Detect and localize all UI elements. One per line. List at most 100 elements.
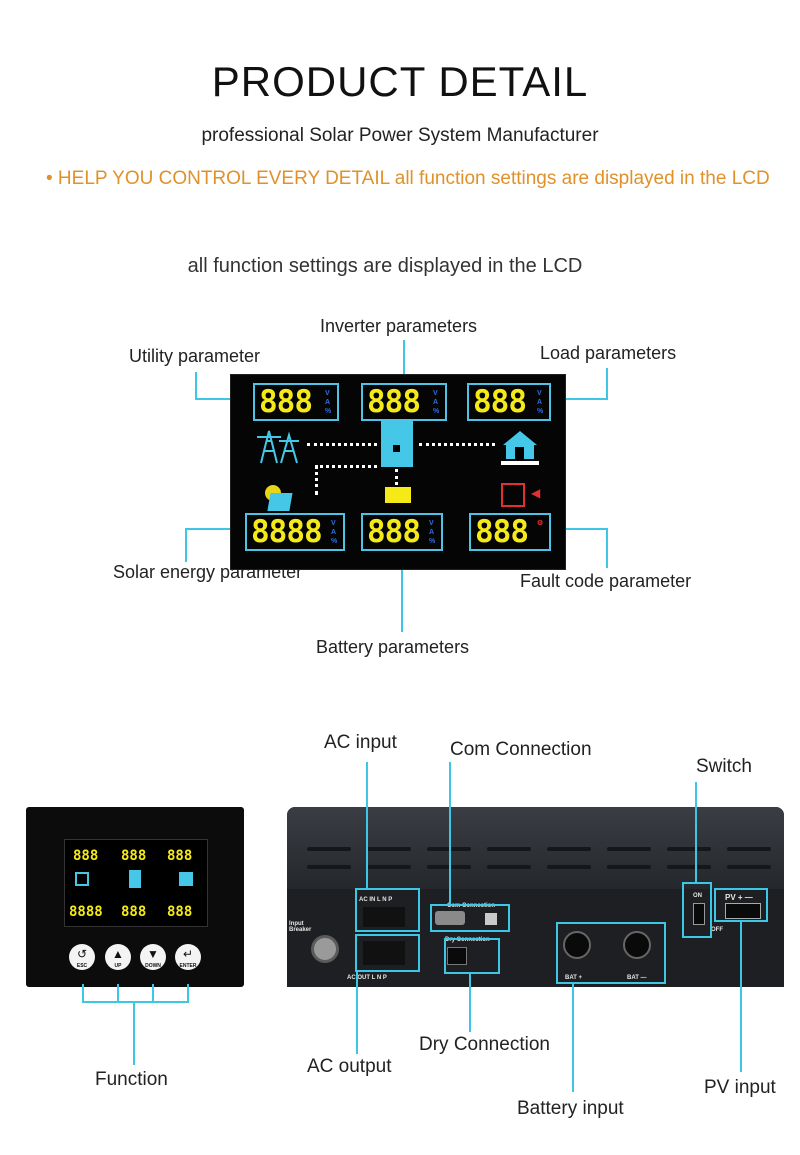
- battery-digits: 888: [367, 513, 421, 550]
- callout-line: [133, 1001, 135, 1065]
- label-battery-parameters: Battery parameters: [316, 637, 470, 657]
- down-button-label: DOWN: [145, 963, 161, 969]
- callout-line: [82, 984, 84, 1002]
- battery-negative-terminal: [623, 931, 651, 959]
- label-inverter-parameters: Inverter parameters: [320, 316, 478, 336]
- arrow-up-icon: ▲: [112, 947, 124, 961]
- input-breaker-text: Input Breaker: [289, 921, 312, 933]
- callout-line: [740, 920, 742, 1072]
- ac-input-highlight: [355, 888, 420, 932]
- mini-digits-utility: 888: [73, 848, 99, 864]
- ac-in-text: AC IN L N P: [359, 897, 393, 903]
- ac-input-terminal: [363, 907, 405, 927]
- pv-input-terminal: [725, 903, 761, 919]
- mini-inverter-icon: [129, 870, 141, 888]
- bat-minus-text: BAT —: [627, 975, 647, 981]
- inverter-digits: 888: [367, 383, 421, 420]
- callout-line: [606, 528, 608, 568]
- ac-output-terminal: [363, 941, 405, 965]
- callout-line: [187, 984, 189, 1002]
- label-utility-parameter: Utility parameter: [129, 346, 261, 366]
- callout-line: [403, 340, 405, 382]
- callout-line: [548, 528, 608, 530]
- callout-line: [366, 762, 368, 889]
- power-switch[interactable]: [693, 903, 705, 925]
- dry-connection-highlight: [444, 938, 500, 974]
- usb-port-icon: [485, 913, 497, 925]
- label-switch: Switch: [696, 756, 752, 777]
- battery-icon: [385, 487, 411, 503]
- label-dry-connection: Dry Connection: [419, 1034, 550, 1055]
- callout-line: [695, 782, 697, 883]
- mini-digits-battery: 888: [121, 904, 147, 920]
- label-ac-input: AC input: [324, 732, 397, 753]
- utility-digits: 888: [259, 383, 313, 420]
- mini-house-icon: [179, 872, 193, 886]
- label-com-connection: Com Connection: [450, 739, 592, 760]
- up-button-label: UP: [114, 963, 122, 969]
- label-function: Function: [95, 1069, 168, 1090]
- ac-out-text: AC OUT L N P: [347, 975, 387, 981]
- house-icon: [501, 431, 539, 465]
- callout-line: [469, 972, 471, 1032]
- callout-line: [185, 528, 187, 562]
- front-control-panel: 888 888 888 8888 888 888 ↺ ESC ▲ UP ▼ DO…: [26, 807, 244, 987]
- mini-digits-inverter: 888: [121, 848, 147, 864]
- down-button[interactable]: ▼ DOWN: [140, 944, 166, 970]
- enter-icon: ↵: [182, 947, 194, 961]
- input-breaker-knob[interactable]: [311, 935, 339, 963]
- vent-grille: [287, 807, 784, 889]
- battery-input-highlight: [556, 922, 666, 984]
- callout-line: [449, 762, 451, 905]
- flow-line: [419, 443, 495, 446]
- callout-line: [195, 398, 255, 400]
- callout-line: [572, 982, 574, 1092]
- on-text: ON: [693, 893, 702, 899]
- solar-digits: 8888: [251, 513, 323, 550]
- battery-positive-terminal: [563, 931, 591, 959]
- page-subtitle: professional Solar Power System Manufact…: [201, 125, 599, 146]
- switch-highlight: [682, 882, 712, 938]
- enter-button[interactable]: ↵ ENTER: [175, 944, 201, 970]
- mini-digits-fault: 888: [167, 904, 193, 920]
- mini-digits-load: 888: [167, 848, 193, 864]
- callout-line: [152, 984, 154, 1002]
- inverter-icon: [381, 421, 413, 467]
- arrow-down-icon: ▼: [147, 947, 159, 961]
- esc-button[interactable]: ↺ ESC: [69, 944, 95, 970]
- mini-lcd-screen: 888 888 888 8888 888 888: [64, 839, 208, 927]
- com-connection-highlight: [430, 904, 510, 932]
- callout-line: [535, 398, 608, 400]
- enter-button-label: ENTER: [179, 963, 197, 969]
- mini-digits-solar: 8888: [69, 904, 103, 920]
- fault-units-icon: ⚙: [537, 520, 544, 527]
- up-button[interactable]: ▲ UP: [105, 944, 131, 970]
- label-ac-output: AC output: [307, 1056, 392, 1077]
- undo-icon: ↺: [76, 947, 88, 961]
- esc-button-label: ESC: [76, 963, 88, 969]
- lcd-caption: all function settings are displayed in t…: [187, 255, 583, 277]
- callout-line: [117, 984, 119, 1002]
- tagline: • HELP YOU CONTROL EVERY DETAIL all func…: [46, 168, 770, 189]
- callout-line: [356, 970, 358, 1054]
- buzzer-icon: ◀: [531, 486, 541, 500]
- pv-text: PV + —: [725, 893, 753, 902]
- flow-line: [315, 465, 377, 468]
- solar-panel-icon: [265, 485, 293, 511]
- com-text: Com Connection: [447, 903, 495, 909]
- label-fault-code-parameter: Fault code parameter: [520, 571, 692, 591]
- callout-line: [195, 372, 197, 400]
- off-text: OFF: [711, 927, 723, 933]
- mini-tower-icon: [75, 872, 89, 886]
- pv-input-highlight: [714, 888, 768, 922]
- label-battery-input: Battery input: [517, 1098, 624, 1119]
- callout-line: [401, 548, 403, 632]
